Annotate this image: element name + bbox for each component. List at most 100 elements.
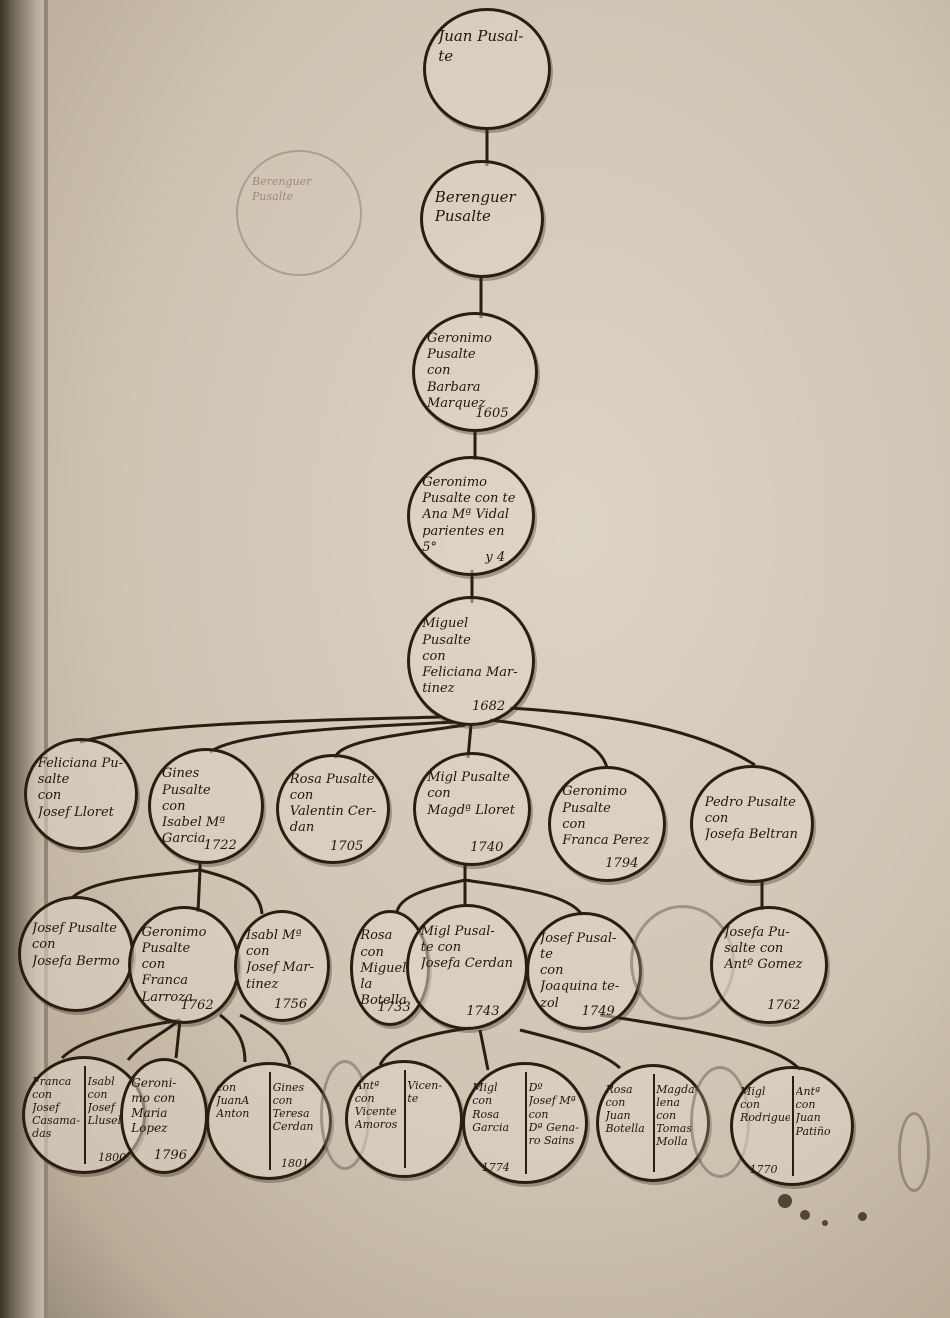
descendant-year: 1743 — [466, 1003, 500, 1019]
couple-left-text: Migl con Rosa Garcia — [472, 1081, 510, 1134]
couple-right-text: Magda- lena con Tomas Molla — [656, 1082, 699, 1149]
descendant-year: 1722 — [203, 838, 237, 854]
descendant-circle: Feliciana Pu- salte con Josef Lloret — [24, 738, 138, 850]
faded-stamp: Berenguer Pusalte — [236, 150, 362, 276]
couple-left-text: Rosa con Juan Botella — [605, 1082, 645, 1136]
descendant-text: Gines Pusalte con Isabel Mª Garcia — [162, 766, 226, 846]
branch-8 — [199, 868, 264, 915]
couple-year: 1801 — [281, 1157, 309, 1171]
ancestor-4-year: y 4 — [485, 550, 506, 566]
descendant-circle: Josef Pusal- te con Joaquina te- zol 174… — [526, 912, 642, 1030]
descendant-year: 1762 — [180, 998, 214, 1014]
branch-5 — [509, 706, 756, 767]
ancestor-1-text: Juan Pusal- te — [438, 27, 524, 65]
descendant-year: 1762 — [767, 998, 801, 1014]
descendant-circle: Rosa Pusalte con Valentin Cer- dan 1705 — [276, 754, 390, 864]
branch-11 — [464, 878, 584, 916]
couple-left-text: Antª con Vicente Amoros — [354, 1078, 398, 1132]
couple-year: 1796 — [153, 1148, 187, 1164]
couple-divider — [525, 1071, 527, 1175]
ink-blot — [822, 1220, 828, 1226]
branch-17 — [239, 1013, 292, 1066]
ink-blot — [800, 1210, 810, 1220]
descendant-circle: Migl Pusal- te con Josefa Cerdan 1743 — [406, 904, 528, 1030]
descendant-circle: Pedro Pusalte con Josefa Beltran — [690, 765, 814, 883]
couple-left-text: Franca con Josef Casama- das — [32, 1074, 80, 1141]
descendant-circle: Migl Pusalte con Magdª Lloret 1740 — [413, 752, 531, 866]
couple-divider — [84, 1065, 86, 1165]
ancestor-3-year: 1605 — [475, 406, 509, 422]
branch-1 — [209, 720, 456, 754]
couple-year: 1774 — [481, 1161, 510, 1175]
descendant-text: Migl Pusalte con Magdª Lloret — [427, 770, 515, 818]
ancestor-5-text: Miguel Pusalte con Feliciana Mar- tinez — [422, 616, 518, 697]
ancestor-5-year: 1682 — [472, 699, 506, 715]
descendant-text: Isabl Mª con Josef Mar- tinez — [246, 927, 315, 992]
branch-7 — [196, 869, 202, 913]
couple-right-text: Antª con Juan Patiño — [795, 1084, 831, 1138]
descendant-text: Geronimo Pusalte con Franca Larroza — [141, 924, 207, 1005]
descendant-year: 1756 — [274, 996, 308, 1012]
couple-left-text: Migl con Rodriguez — [740, 1084, 790, 1125]
branch-21 — [599, 1013, 802, 1071]
branch-20 — [519, 1028, 622, 1070]
ancestor-circle-3: Geronimo Pusalte con Barbara Marquez 160… — [412, 312, 538, 432]
branch-19 — [478, 1029, 490, 1071]
faded-circle — [898, 1112, 930, 1192]
descendant-circle: Isabl Mª con Josef Mar- tinez 1756 — [234, 910, 330, 1022]
descendant-text: Feliciana Pu- salte con Josef Lloret — [37, 755, 124, 820]
couple-divider — [404, 1069, 406, 1169]
couple-circle: Migl con Rosa Garcia Dº Josef Mª con Dª … — [462, 1062, 588, 1184]
couple-circle: Antª con Vicente Amoros Vicen- te — [345, 1060, 463, 1178]
branch-9 — [395, 865, 467, 913]
couple-divider — [792, 1075, 794, 1177]
ancestor-circle-2: Berenguer Pusalte — [420, 160, 544, 278]
ink-blot — [858, 1212, 867, 1221]
descendant-text: Geronimo Pusalte con Franca Perez — [562, 784, 650, 849]
descendant-year: 1705 — [330, 838, 364, 854]
branch-0 — [79, 715, 441, 744]
couple-divider — [269, 1071, 271, 1171]
ancestor-4-text: Geronimo Pusalte con te Ana Mª Vidal par… — [422, 474, 516, 555]
couple-circle: con JuanA Anton Gines con Teresa Cerdan … — [206, 1062, 332, 1180]
descendant-text: Josefa Pu- salte con Antº Gomez — [724, 924, 803, 973]
couple-right-text: Gines con Teresa Cerdan — [272, 1080, 314, 1134]
descendant-text: Rosa Pusalte con Valentin Cer- dan — [289, 771, 377, 836]
branch-18 — [378, 1026, 471, 1066]
ancestor-3-text: Geronimo Pusalte con Barbara Marquez — [427, 330, 492, 411]
ink-blot — [778, 1194, 792, 1208]
couple-circle: Migl con Rodriguez Antª con Juan Patiño … — [730, 1066, 854, 1186]
descendant-circle: Josef Pusalte con Josefa Bermo — [18, 896, 134, 1012]
descendant-text: Josef Pusal- te con Joaquina te- zol — [540, 930, 620, 1011]
branch-2 — [333, 723, 466, 759]
ancestor-circle-5: Miguel Pusalte con Feliciana Mar- tinez … — [407, 596, 535, 726]
couple-divider — [653, 1073, 655, 1173]
ancestor-2-text: Berenguer Pusalte — [434, 187, 516, 226]
couple-right-text: Isabl con Josef Llusel — [87, 1074, 122, 1128]
couple-year: 1770 — [749, 1163, 778, 1177]
couple-text: Geroni- mo con Maria Lopez — [131, 1076, 177, 1136]
branch-14 — [126, 1018, 181, 1061]
descendant-circle: Geronimo Pusalte con Franca Perez 1794 — [548, 766, 666, 882]
descendant-year: 1794 — [605, 856, 639, 872]
descendant-text: Migl Pusal- te con Josefa Cerdan — [420, 923, 513, 972]
couple-left-text: con JuanA Anton — [216, 1080, 250, 1121]
descendant-year: 1740 — [470, 840, 504, 856]
couple-right-text: Vicen- te — [407, 1078, 443, 1105]
descendant-circle: Geronimo Pusalte con Franca Larroza 1762 — [128, 906, 240, 1024]
descendant-text: Josef Pusalte con Josefa Bermo — [32, 921, 120, 969]
branch-4 — [489, 718, 609, 769]
descendant-year: 1733 — [377, 1000, 411, 1016]
descendant-year: 1749 — [581, 1004, 615, 1020]
descendant-text: Pedro Pusalte con Josefa Beltran — [704, 794, 798, 843]
branch-16 — [219, 1013, 247, 1063]
ancestor-circle-4: Geronimo Pusalte con te Ana Mª Vidal par… — [407, 456, 535, 576]
branch-6 — [70, 863, 202, 900]
branch-13 — [60, 1018, 181, 1060]
page-fold — [44, 0, 48, 1318]
branch-15 — [174, 1019, 182, 1059]
couple-year: 1800 — [98, 1151, 127, 1165]
couple-circle: Rosa con Juan Botella Magda- lena con To… — [596, 1064, 710, 1182]
descendant-text: Rosa con Miguel la Botella — [360, 928, 407, 1008]
